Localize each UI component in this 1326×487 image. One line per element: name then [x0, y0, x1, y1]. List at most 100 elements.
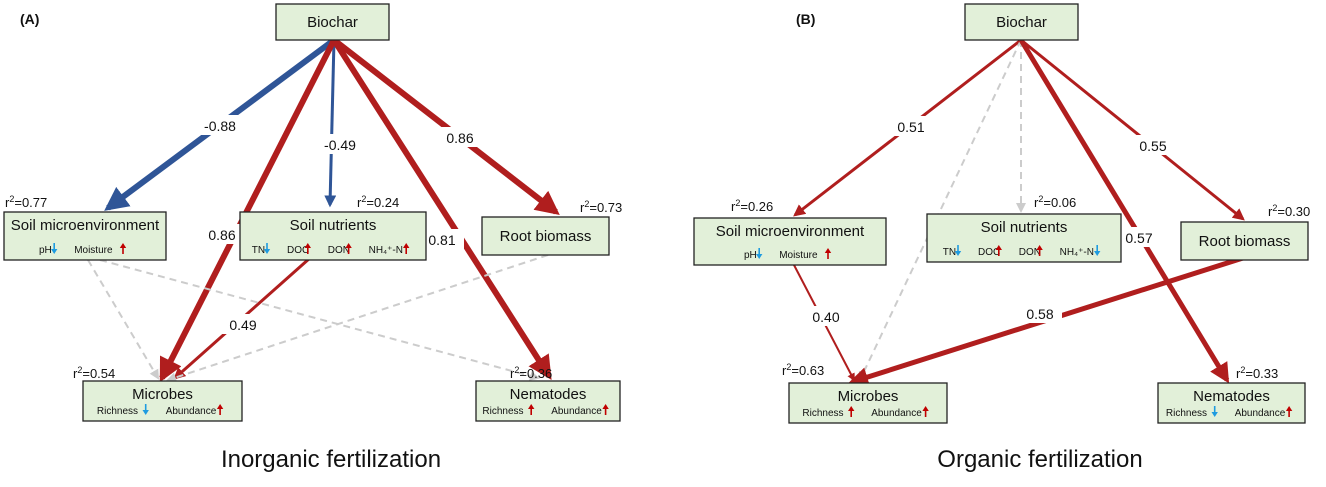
path-arrow-biochar-to-microbes: [858, 39, 1022, 382]
indicator-label: NH₄⁺-N: [369, 245, 403, 256]
indicator-label: Richness: [802, 408, 843, 419]
panel-label: (A): [20, 11, 39, 27]
decrease-arrow-icon: [51, 243, 58, 254]
increase-arrow-icon: [119, 243, 127, 254]
path-coefficient-value: -0.88: [204, 118, 236, 134]
decrease-arrow-icon: [1211, 406, 1218, 417]
increase-arrow-icon: [345, 243, 352, 254]
indicator-label: DOC: [978, 247, 1000, 258]
indicator-label: Richness: [482, 406, 523, 417]
indicator-label: Richness: [1166, 408, 1207, 419]
panel-label: (B): [796, 11, 815, 27]
path-coefficient: 0.57: [1117, 227, 1161, 247]
indicator-label: pH: [39, 245, 52, 256]
node-label: Soil microenvironment: [716, 223, 865, 240]
increase-arrow-icon: [824, 248, 832, 259]
path-coefficient-value: 0.86: [446, 130, 473, 146]
indicator-label: NH₄⁺-N: [1060, 247, 1094, 258]
r-squared-value: 0.30: [1285, 204, 1310, 219]
r-squared: r2=0.26: [731, 198, 773, 214]
indicator-label: TN: [252, 245, 265, 256]
path-arrow-biochar-to-nematodes: [1018, 38, 1230, 384]
node-biochar: Biochar: [964, 3, 1079, 41]
path-arrow-soil-micro-to-microbes: [87, 259, 160, 380]
r-squared: r2=0.73: [580, 199, 622, 215]
path-coefficient-value: 0.58: [1026, 306, 1053, 322]
indicator-label: Abundance: [166, 406, 217, 417]
path-arrow-biochar-to-root: [332, 37, 560, 215]
path-coefficient: 0.86: [438, 127, 482, 147]
increase-arrow-icon: [1285, 406, 1293, 417]
path-arrow-biochar-to-nematodes: [331, 38, 552, 381]
node-label: Microbes: [132, 386, 193, 403]
r-squared: r2=0.33: [1236, 365, 1278, 381]
decrease-arrow-icon: [954, 245, 962, 256]
r-squared: r2=0.36: [510, 365, 552, 381]
path-coefficient: 0.51: [889, 116, 933, 136]
node-label: Root biomass: [500, 228, 592, 245]
path-arrow-root-to-microbes: [166, 254, 549, 383]
path-coefficient: -0.88: [198, 115, 242, 135]
decrease-arrow-icon: [1094, 245, 1101, 256]
increase-arrow-icon: [995, 245, 1002, 256]
path-arrow-biochar-to-soil-nutr: [324, 39, 337, 208]
increase-arrow-icon: [216, 404, 224, 415]
node-soil-micro: Soil microenvironment pH Moisture: [3, 211, 167, 261]
path-coefficient-value: 0.57: [1125, 230, 1152, 246]
indicator-label: Abundance: [1235, 408, 1286, 419]
path-arrow-biochar-to-root: [1020, 38, 1245, 221]
path-coefficient: 0.49: [221, 314, 265, 334]
indicator-label: Moisture: [74, 245, 113, 256]
node-label: Nematodes: [1193, 388, 1270, 405]
panel-title: Organic fertilization: [937, 446, 1142, 473]
path-coefficient-value: -0.49: [324, 137, 356, 153]
r-squared: r2=0.30: [1268, 203, 1310, 219]
node-label: Soil microenvironment: [11, 217, 160, 234]
increase-arrow-icon: [403, 243, 410, 254]
r-squared: r2=0.63: [782, 362, 824, 378]
indicator-label: TN: [943, 247, 956, 258]
path-coefficient-value: 0.40: [812, 309, 839, 325]
path-coefficient: 0.81: [420, 229, 464, 249]
r-squared: r2=0.06: [1034, 194, 1076, 210]
node-label: Biochar: [996, 14, 1047, 31]
node-label: Nematodes: [510, 386, 587, 403]
r-squared-value: 0.33: [1253, 366, 1278, 381]
indicator-label: Abundance: [871, 408, 922, 419]
indicator-label: Moisture: [779, 250, 818, 261]
path-coefficient-value: 0.81: [428, 232, 455, 248]
decrease-arrow-icon: [263, 243, 271, 254]
decrease-arrow-icon: [756, 248, 763, 259]
node-biochar: Biochar: [275, 3, 390, 41]
panel-title: Inorganic fertilization: [221, 446, 441, 473]
r-squared-value: 0.77: [22, 195, 47, 210]
path-arrow-biochar-to-microbes: [159, 38, 337, 383]
path-coefficient: 0.40: [804, 306, 848, 326]
indicator-label: DOC: [287, 245, 309, 256]
r-squared-value: 0.63: [799, 363, 824, 378]
increase-arrow-icon: [848, 406, 855, 417]
increase-arrow-icon: [1036, 245, 1043, 256]
node-label: Biochar: [307, 14, 358, 31]
path-coefficient: 0.86: [200, 224, 244, 244]
increase-arrow-icon: [922, 406, 929, 417]
path-coefficient: 0.55: [1131, 135, 1175, 155]
r-squared-value: 0.73: [597, 200, 622, 215]
path-coefficient-value: 0.86: [208, 227, 235, 243]
path-coefficient: 0.58: [1018, 303, 1062, 323]
r-squared-value: 0.54: [90, 366, 115, 381]
indicator-label: Richness: [97, 406, 138, 417]
path-coefficient-value: 0.55: [1139, 138, 1166, 154]
r-squared-value: 0.36: [527, 366, 552, 381]
r-squared: r2=0.77: [5, 194, 47, 210]
increase-arrow-icon: [602, 404, 609, 415]
